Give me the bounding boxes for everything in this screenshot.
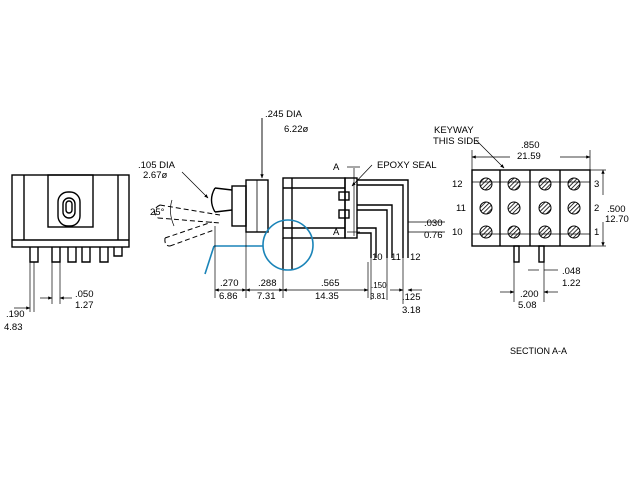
terminal-12-label: 12 xyxy=(410,252,421,263)
this-side-label: THIS SIDE xyxy=(433,136,479,147)
dim-318-label: 3.18 xyxy=(402,305,421,316)
section-mark-a-top: A xyxy=(333,162,340,173)
front-bushing-block xyxy=(47,174,94,228)
dim-127-label: 1.27 xyxy=(75,300,94,311)
dim-076-label: 0.76 xyxy=(424,230,443,241)
epoxy-seal-label: EPOXY SEAL xyxy=(377,160,437,171)
dim-731-label: 7.31 xyxy=(257,291,276,302)
dim-122-label: 1.22 xyxy=(562,278,581,289)
dim-288-label: .288 xyxy=(258,278,277,289)
terminal-10-lead xyxy=(357,227,377,258)
dim-048-label: .048 xyxy=(562,266,581,277)
pin-10-label: 10 xyxy=(452,227,463,238)
dim-381-label: 3.81 xyxy=(370,292,386,301)
dim-1270-label: 12.70 xyxy=(605,214,629,225)
lever-dashed-upper xyxy=(157,204,221,224)
pin-11-label: 11 xyxy=(456,203,466,214)
pin-1-label: 1 xyxy=(594,227,599,238)
lever-solid xyxy=(214,187,233,213)
terminal-12-lead xyxy=(357,179,409,258)
dim-270-label: .270 xyxy=(220,278,239,289)
dia-105-label: .105 DIA xyxy=(138,160,176,171)
dia-245-label: .245 DIA xyxy=(265,109,303,120)
section-a-a-view: KEYWAY THIS SIDE .850 21.59 12 xyxy=(433,125,629,356)
front-view: .050 1.27 .190 4.83 xyxy=(4,174,130,333)
terminal-10-label: 10 xyxy=(372,252,383,263)
side-view: A A EPOXY SEAL .245 DIA 6.22ø .105 DIA 2… xyxy=(138,109,445,316)
dim-508-label: 5.08 xyxy=(518,300,537,311)
toggle-lever-tip xyxy=(65,200,73,214)
epoxy-seal-block xyxy=(344,177,358,239)
dim-200-label: .200 xyxy=(520,289,539,300)
dim-686-label: 6.86 xyxy=(219,291,238,302)
terminal-11-label: 11 xyxy=(391,252,401,263)
toggle-knob-inner xyxy=(62,197,76,219)
section-a-a-label: SECTION A-A xyxy=(510,346,567,356)
section-mark-a-bottom: A xyxy=(333,227,340,238)
contact-grid xyxy=(479,177,581,239)
dim-2159-label: 21.59 xyxy=(517,151,541,162)
dim-125-label: .125 xyxy=(402,292,421,303)
section-pin-right xyxy=(538,245,545,263)
dim-1435-label: 14.35 xyxy=(315,291,339,302)
dim-190-label: .190 xyxy=(6,309,25,320)
lever-dashed-lower xyxy=(164,221,215,247)
dim-150-label: .150 xyxy=(371,281,387,290)
dim-500-label: .500 xyxy=(607,204,626,215)
detail-circle xyxy=(262,219,314,271)
keyway-label: KEYWAY xyxy=(434,125,474,136)
dim-483-label: 4.83 xyxy=(4,322,23,333)
front-body-outline xyxy=(11,174,130,248)
dim-850-label: .850 xyxy=(521,140,540,151)
terminal-11-lead xyxy=(357,204,393,258)
section-pin-left xyxy=(513,245,520,263)
pin-12-label: 12 xyxy=(452,179,463,190)
toggle-knob-outer xyxy=(57,191,81,227)
section-outline xyxy=(471,169,591,247)
angle-label: 25° xyxy=(150,207,165,218)
dim-030-label: .030 xyxy=(424,218,443,229)
dia-267-label: 2.67ø xyxy=(143,170,167,181)
dim-050-label: .050 xyxy=(75,289,94,300)
pin-2-label: 2 xyxy=(594,203,599,214)
pin-3-label: 3 xyxy=(594,179,599,190)
front-pins xyxy=(29,247,123,263)
side-bushing-small xyxy=(231,185,247,227)
dia-622-label: 6.22ø xyxy=(284,124,308,135)
dim-565-label: .565 xyxy=(321,278,340,289)
